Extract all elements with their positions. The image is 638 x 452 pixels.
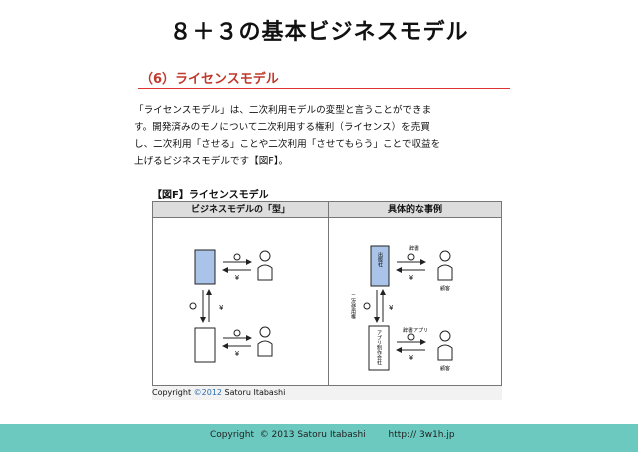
- panel-right-title: 具体的な事例: [329, 202, 501, 218]
- figure-caption: 【図F】ライセンスモデル: [152, 190, 269, 201]
- publisher-box: [370, 245, 390, 287]
- copyright-prefix: Copyright: [152, 388, 194, 397]
- copyright-year-link[interactable]: ©2012: [193, 388, 222, 397]
- section-title: （6）ライセンスモデル: [140, 72, 279, 87]
- app-maker-box: [368, 325, 390, 371]
- body-paragraph: 「ライセンスモデル」は、二次利用モデルの変型と言うことができま す。開発済みのモ…: [134, 105, 441, 167]
- customer-label: 顧客: [440, 365, 450, 372]
- customer-person-icon: [257, 250, 273, 281]
- customer-person-icon: [437, 330, 453, 361]
- rights-holder-box: [194, 249, 216, 285]
- app-maker-label: アプリ制作会社: [376, 330, 382, 366]
- secondary-use-right-label: 二次使用権: [350, 294, 356, 320]
- image-copyright: Copyright ©2012 Satoru Itabashi: [152, 386, 502, 400]
- panel-left-title: ビジネスモデルの「型」: [153, 202, 328, 218]
- dictionary-app-label: 辞書アプリ: [403, 327, 428, 334]
- slide-title: ８＋３の基本ビジネスモデル: [169, 20, 469, 45]
- copyright-name: Satoru Itabashi: [222, 388, 286, 397]
- dictionary-label: 辞書: [409, 245, 419, 252]
- publisher-label: 出版社: [377, 251, 383, 268]
- yen-label: ¥: [219, 304, 224, 312]
- licensee-box: [194, 327, 216, 363]
- license-model-diagram: ビジネスモデルの「型」 具体的な事例 ¥ ¥: [152, 201, 502, 386]
- yen-label: ¥: [235, 350, 240, 358]
- yen-label: ¥: [409, 274, 414, 282]
- yen-label: ¥: [235, 274, 240, 282]
- article-image: （6）ライセンスモデル 「ライセンスモデル」は、二次利用モデルの変型と言うことが…: [132, 60, 515, 400]
- diagram-canvas: ¥ ¥ ¥ 出版社 辞書 ¥: [189, 245, 453, 372]
- customer-label: 顧客: [440, 285, 450, 292]
- footer-bar: Copyright © 2013 Satoru Itabashi http://…: [0, 424, 638, 452]
- section-divider: [138, 88, 510, 89]
- panel-divider: [328, 202, 329, 385]
- yen-label: ¥: [389, 304, 394, 312]
- footer-text: Copyright © 2013 Satoru Itabashi http://…: [210, 430, 455, 440]
- yen-label: ¥: [409, 354, 414, 362]
- customer-person-icon: [257, 326, 273, 357]
- customer-person-icon: [437, 250, 453, 281]
